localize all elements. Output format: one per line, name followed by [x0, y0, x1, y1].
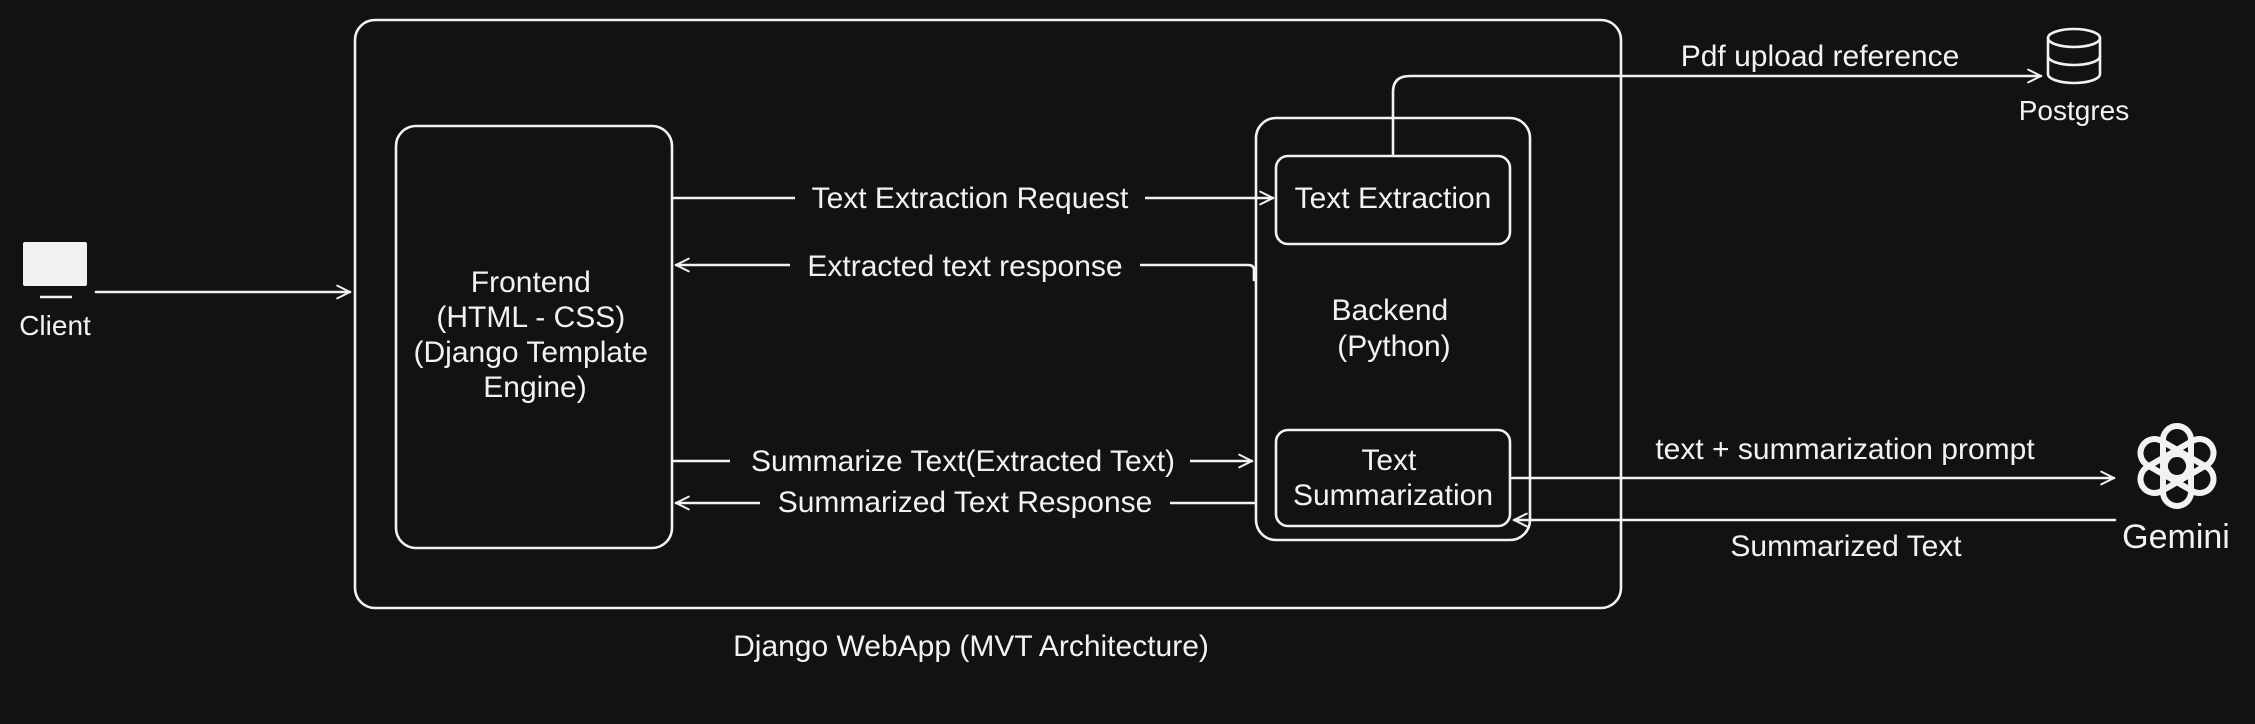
extraction-response-label: Extracted text response	[807, 250, 1122, 283]
text-summarization-node: Text Summarization	[1274, 428, 1512, 528]
gemini-response-edge: Summarized Text	[1512, 512, 2117, 563]
summarize-response-edge: Summarized Text Response	[674, 482, 1256, 522]
frontend-line-1: Frontend	[471, 266, 591, 299]
backend-label: Backend (Python)	[1331, 294, 1456, 363]
backend-line-1: Backend	[1331, 294, 1448, 327]
summarize-request-label: Summarize Text(Extracted Text)	[751, 445, 1175, 478]
pdf-upload-label: Pdf upload reference	[1681, 40, 1960, 73]
client-label: Client	[19, 310, 91, 341]
extraction-response-arrow	[674, 257, 1256, 282]
summarize-request-edge: Summarize Text(Extracted Text)	[672, 440, 1254, 480]
pdf-upload-edge: Pdf upload reference	[1391, 40, 2043, 156]
text-summarization-label: Text Summarization	[1293, 444, 1493, 512]
postgres-label: Postgres	[2019, 95, 2130, 126]
text-extraction-label: Text Extraction	[1295, 182, 1492, 215]
frontend-node: Frontend (HTML - CSS) (Django Template E…	[394, 124, 674, 550]
text-summarization-line-2: Summarization	[1293, 479, 1493, 512]
extraction-request-label: Text Extraction Request	[812, 182, 1129, 215]
extraction-request-edge: Text Extraction Request	[672, 176, 1275, 216]
gemini-label: Gemini	[2122, 518, 2230, 556]
gemini-prompt-label: text + summarization prompt	[1655, 433, 2035, 466]
pdf-upload-arrow	[1391, 68, 2043, 156]
gemini-prompt-edge: text + summarization prompt	[1510, 433, 2116, 486]
backend-line-2: (Python)	[1337, 330, 1450, 363]
gemini-node: Gemini	[2122, 423, 2230, 556]
text-extraction-node: Text Extraction	[1274, 154, 1512, 246]
frontend-line-2: (HTML - CSS)	[436, 301, 625, 334]
client-node: Client	[19, 242, 91, 341]
postgres-node: Postgres	[2019, 27, 2130, 126]
gemini-response-label: Summarized Text	[1730, 530, 1962, 563]
frontend-label: Frontend (HTML - CSS) (Django Template E…	[414, 266, 657, 404]
extraction-response-edge: Extracted text response	[674, 244, 1256, 284]
frontend-line-4: Engine)	[483, 371, 586, 404]
monitor-icon	[23, 242, 87, 299]
text-summarization-line-1: Text	[1361, 444, 1417, 477]
database-icon	[2046, 27, 2102, 85]
frontend-line-3: (Django Template	[414, 336, 649, 369]
webapp-label: Django WebApp (MVT Architecture)	[733, 630, 1209, 663]
summarize-response-label: Summarized Text Response	[778, 486, 1153, 519]
django-webapp-container: Django WebApp (MVT Architecture)	[353, 18, 1623, 663]
gemini-logo-icon	[2137, 423, 2217, 509]
